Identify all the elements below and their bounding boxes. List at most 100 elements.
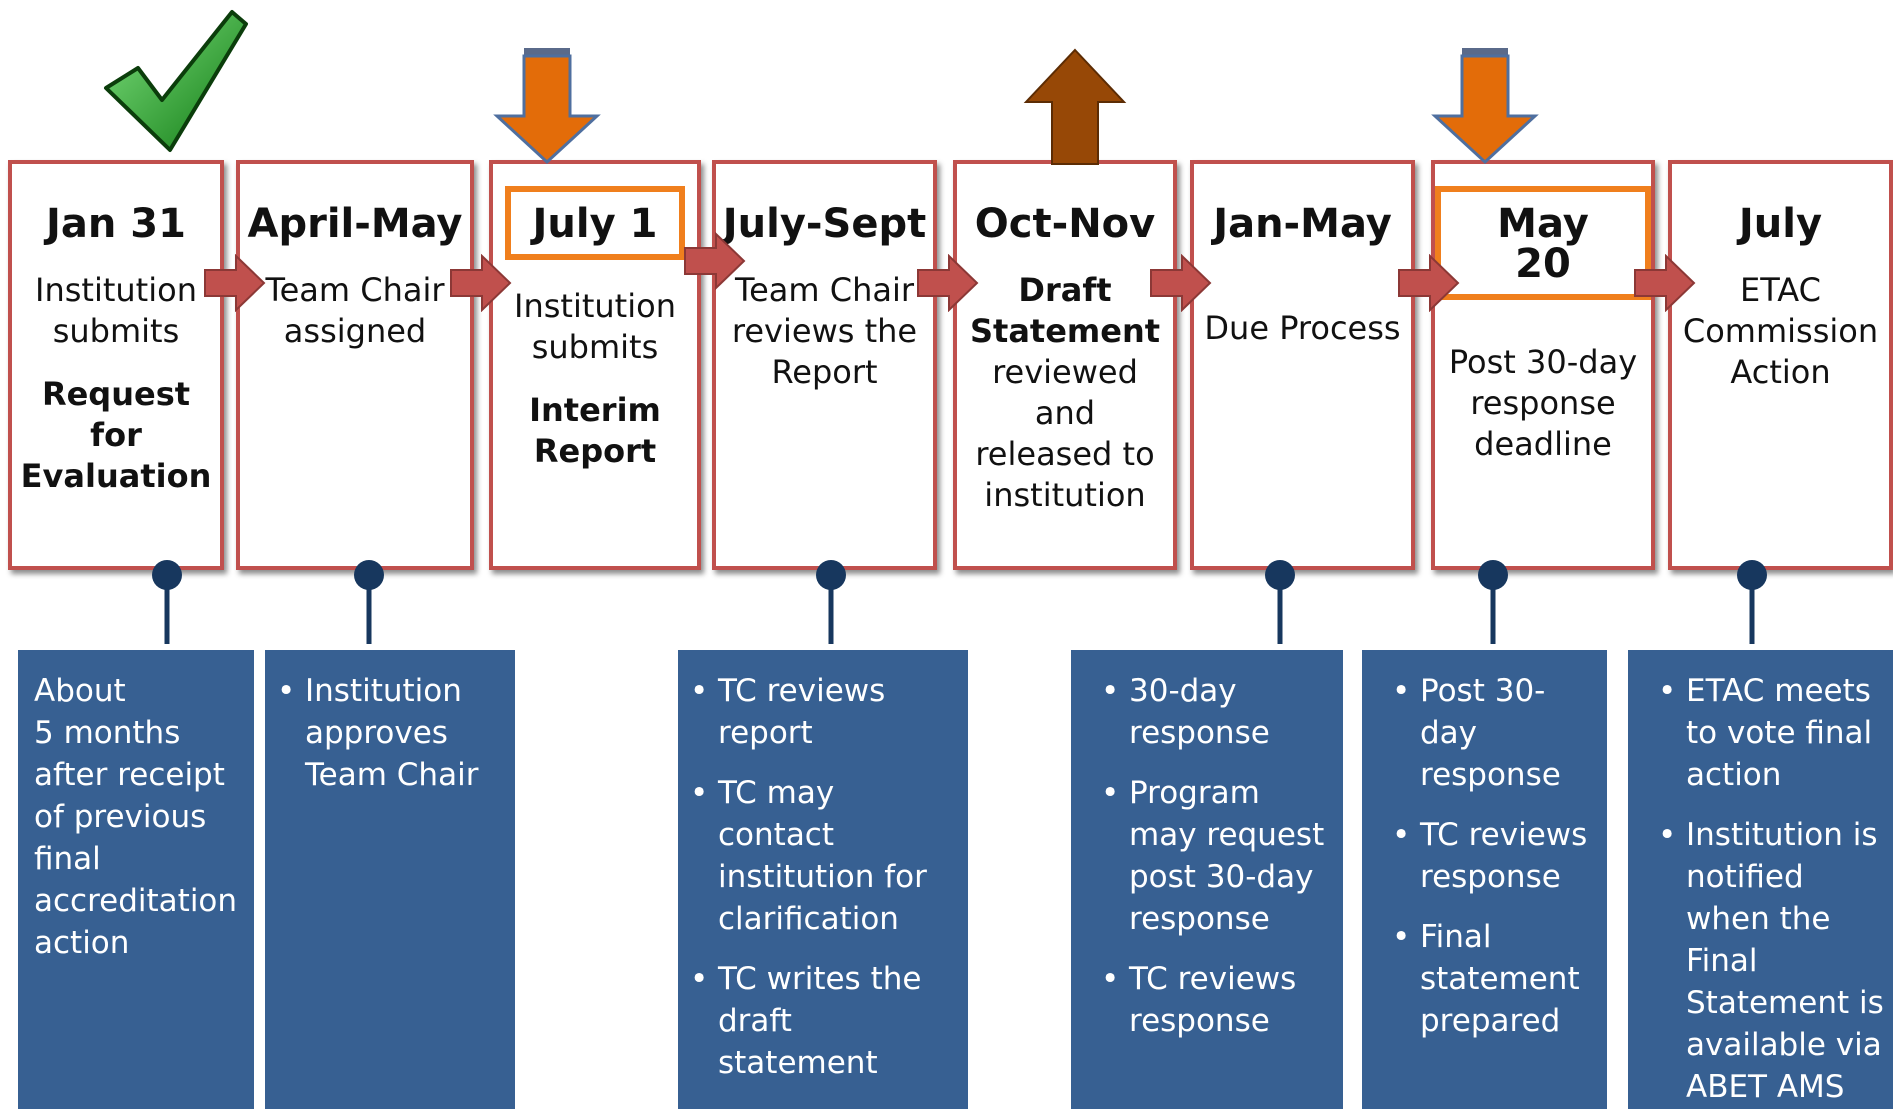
stage-description: Due Process: [1194, 308, 1411, 349]
right-arrow-icon: [1634, 254, 1696, 312]
bullet-dot-icon: •: [1101, 673, 1120, 709]
callout-line: day: [1420, 715, 1478, 751]
callout-line: response: [1129, 1003, 1270, 1039]
stage-bold-line: Interim: [529, 391, 661, 429]
callout-line: Institution is: [1686, 817, 1878, 853]
stage-date: July 1: [504, 186, 686, 260]
callout-line: notified: [1686, 859, 1804, 895]
stage-bold-line: Draft: [1018, 271, 1112, 309]
right-arrow-icon: [1150, 254, 1212, 312]
stage-line: Post 30-day: [1448, 343, 1638, 381]
callout-line: 5 months: [34, 715, 181, 751]
callout-line: Statement is: [1686, 985, 1884, 1021]
bullet-dot-icon: •: [277, 673, 296, 709]
callout-line: clarification: [718, 901, 899, 937]
callout-line: response: [1129, 901, 1270, 937]
bullet-dot-icon: •: [690, 775, 709, 811]
callout-line: final: [34, 841, 101, 877]
callout-line: Team Chair: [305, 757, 479, 793]
callout-line: response: [1420, 757, 1561, 793]
bullet-dot-icon: •: [1658, 817, 1677, 853]
callout-line: prepared: [1420, 1003, 1561, 1039]
stage-date: July: [1738, 201, 1823, 247]
stage-line: ETAC: [1740, 271, 1821, 309]
right-arrow-icon: [917, 254, 979, 312]
stage-bold-line: Report: [533, 432, 657, 470]
callout-line: available via: [1686, 1027, 1882, 1063]
callout-line: TC writes the: [718, 961, 922, 997]
callout-line: approves: [305, 715, 448, 751]
callout-line: TC may contact: [718, 775, 835, 853]
callout-line: TC reviews: [1420, 817, 1588, 853]
check-mark-icon: [104, 10, 248, 152]
stage-line: submits: [52, 312, 180, 350]
stage-line: submits: [531, 328, 659, 366]
bullet-dot-icon: •: [1392, 919, 1411, 955]
down-arrow-icon: [1431, 48, 1539, 165]
callout-line: after receipt: [34, 757, 225, 793]
stage-date: May 20: [1435, 186, 1651, 300]
stage-line: Institution: [514, 287, 676, 325]
right-arrow-icon: [1398, 254, 1460, 312]
callout-line: response: [1420, 859, 1561, 895]
pin-connector-icon: [1265, 560, 1295, 644]
stage-bold-line: Statement: [969, 312, 1161, 350]
callout-line: draft: [718, 1003, 792, 1039]
stage-line: Team Chair: [734, 271, 915, 309]
stage-date: Jan 31: [46, 201, 186, 247]
pin-connector-icon: [1737, 560, 1767, 644]
callout-line: of previous: [34, 799, 207, 835]
up-arrow-icon: [1023, 48, 1127, 165]
stage-bold-line: Evaluation: [20, 457, 212, 495]
stage-date: Jan-May: [1213, 201, 1392, 247]
callout-line: accreditation: [34, 883, 238, 919]
pin-connector-icon: [816, 560, 846, 644]
stage-bold-line: Request for: [41, 375, 191, 454]
callout-line: Post 30-: [1420, 673, 1546, 709]
stage-line: Action: [1730, 353, 1831, 391]
bullet-dot-icon: •: [1101, 775, 1120, 811]
callout-line: when the: [1686, 901, 1831, 937]
callout-line: ABET AMS: [1686, 1069, 1845, 1105]
callout-line: Final: [1420, 919, 1492, 955]
pin-connector-icon: [354, 560, 384, 644]
stage-date: July-Sept: [722, 201, 927, 247]
pin-connector-icon: [152, 560, 182, 644]
callout-line: may request: [1129, 817, 1325, 853]
bullet-dot-icon: •: [1392, 673, 1411, 709]
stage-line: response: [1470, 384, 1616, 422]
callout-line: ETAC meets: [1686, 673, 1871, 709]
callout-line: 30-day: [1129, 673, 1237, 709]
stage-line: reviewed: [992, 353, 1138, 391]
callout-line: Program: [1129, 775, 1260, 811]
stage-line: Team Chair: [265, 271, 445, 309]
